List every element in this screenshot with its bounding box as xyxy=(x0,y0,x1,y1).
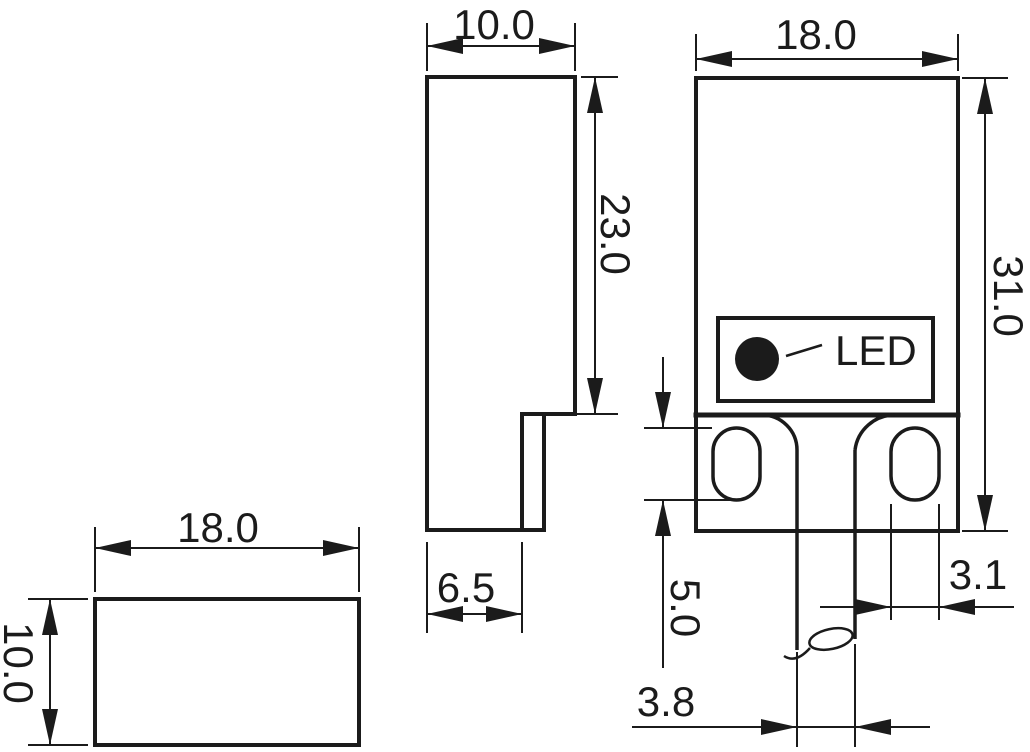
led-window-frame xyxy=(716,316,935,403)
dim-label-cable-width: 3.8 xyxy=(637,678,695,725)
dim-label-top-depth: 10.0 xyxy=(0,622,42,704)
dim-front-width: 18.0 xyxy=(695,11,959,71)
dim-label-side-width: 10.0 xyxy=(453,1,535,48)
dim-side-bracket-thickness: 6.5 xyxy=(426,542,523,633)
mounting-slot-right xyxy=(889,426,941,502)
cable-fillet-left xyxy=(761,413,799,451)
side-view: 10.0 23.0 6.5 xyxy=(425,1,639,633)
front-view-outline xyxy=(693,76,961,533)
front-view: LED 18.0 31.0 5.0 xyxy=(632,11,1030,747)
dim-top-depth: 10.0 xyxy=(0,598,88,746)
dim-cable-width: 3.8 xyxy=(632,644,930,747)
dim-side-length: 23.0 xyxy=(547,76,639,415)
arrowhead-left xyxy=(855,719,891,735)
led-indicator: LED xyxy=(716,316,935,403)
arrowhead-down xyxy=(587,378,603,414)
arrowhead-left xyxy=(95,540,131,556)
dim-label-slot-length: 5.0 xyxy=(662,579,709,637)
arrowhead-left xyxy=(427,38,463,54)
mounting-bracket xyxy=(711,413,941,660)
dim-front-height: 31.0 xyxy=(962,77,1030,532)
arrowhead-up xyxy=(655,500,671,536)
mounting-slot-left xyxy=(711,426,762,502)
arrowhead-up xyxy=(977,78,993,114)
arrowhead-right xyxy=(922,51,958,67)
dim-slot-width: 3.1 xyxy=(820,504,1014,620)
dim-label-side-length: 23.0 xyxy=(592,193,639,275)
arrowhead-right xyxy=(323,540,359,556)
arrowhead-right xyxy=(761,719,797,735)
top-view-outline xyxy=(93,597,361,747)
dim-side-width: 10.0 xyxy=(426,1,576,71)
led-leader-line xyxy=(785,343,823,358)
dim-label-slot-width: 3.1 xyxy=(949,551,1007,598)
arrowhead-down xyxy=(42,709,58,745)
arrowhead-down xyxy=(655,392,671,428)
dim-slot-length: 5.0 xyxy=(644,357,736,668)
side-view-outline xyxy=(425,75,577,532)
dim-label-side-bracket: 6.5 xyxy=(437,564,495,611)
dim-label-front-width: 18.0 xyxy=(775,11,857,58)
led-dot xyxy=(735,337,779,381)
arrowhead-left xyxy=(696,51,732,67)
led-label: LED xyxy=(835,327,917,374)
top-view: 18.0 10.0 xyxy=(0,504,361,747)
arrowhead-right xyxy=(855,599,891,615)
cable-fillet-right xyxy=(853,413,896,451)
arrowhead-up xyxy=(587,77,603,113)
arrowhead-right xyxy=(486,606,522,622)
arrowhead-left xyxy=(427,606,463,622)
arrowhead-right xyxy=(539,38,575,54)
arrowhead-down xyxy=(977,495,993,531)
dim-label-front-height: 31.0 xyxy=(985,255,1030,337)
dim-top-width: 18.0 xyxy=(94,504,360,592)
cable-break-loop xyxy=(808,626,854,652)
arrowhead-up xyxy=(42,599,58,635)
dim-label-top-width: 18.0 xyxy=(177,504,259,551)
arrowhead-left xyxy=(939,599,975,615)
